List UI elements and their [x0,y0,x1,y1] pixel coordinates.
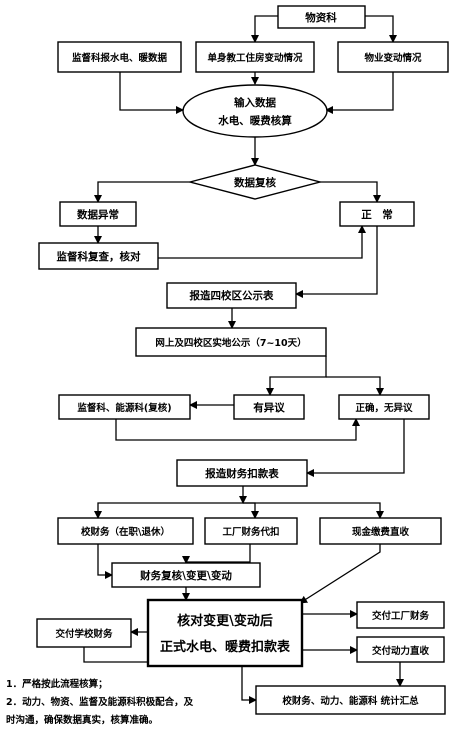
node-school-finance-label: 校财务（在职\退休） [81,526,170,538]
arrow-review-to-normal [320,181,381,203]
arrow-publicity-to-correct [326,376,384,396]
arrow-cash-to-verify [299,544,381,604]
node-finance-review: 财务复核\变更\变动 [111,562,261,588]
node-verify-line1: 核对变更\变动后 [177,613,273,629]
node-deliver-factory: 交付工厂财务 [356,601,445,629]
arrow-correct-to-deduction [306,419,405,477]
node-supervision-report-label: 监督科报水电、暖数据 [72,52,168,64]
node-factory-finance: 工厂财务代扣 [204,517,298,545]
node-deliver-factory-label: 交付工厂财务 [372,610,430,622]
node-property-changes: 物业变动情况 [337,41,449,73]
node-correct-no-objection-label: 正确，无异议 [355,402,413,414]
node-cash-payment: 现金缴费直收 [319,517,442,545]
node-materials: 物资科 [277,5,366,29]
node-supervision-energy: 监督科、能源科(复核) [58,394,191,420]
node-data-abnormal-label: 数据异常 [76,208,119,221]
node-dormitory-changes: 单身教工住房变动情况 [195,41,315,73]
node-property-changes-label: 物业变动情况 [364,52,422,64]
node-data-review: 数据复核 [187,164,323,200]
note-line-2: 2．动力、物资、监督及能源科积极配合，及 [6,697,194,708]
node-deliver-power: 交付动力直收 [356,636,445,663]
node-supervision-report: 监督科报水电、暖数据 [57,41,182,73]
node-input-line2: 水电、暖费核算 [217,114,292,127]
node-materials-label: 物资科 [305,11,337,24]
arrow-deduction-to-factory-finance [243,502,259,519]
node-correct-no-objection: 正确，无异议 [338,394,430,420]
node-verify-final: 核对变更\变动后 正式水电、暖费扣款表 [146,598,304,668]
node-cash-payment-label: 现金缴费直收 [352,526,410,538]
node-summary-label: 校财务、动力、能源科 统计汇总 [282,695,419,707]
node-factory-finance-label: 工厂财务代扣 [222,526,279,538]
arrow-materials-to-property [365,15,397,43]
node-supervision-energy-label: 监督科、能源科(复核) [77,402,171,414]
node-summary: 校财务、动力、能源科 统计汇总 [255,685,446,715]
node-has-objection-label: 有异议 [253,401,285,414]
node-online-publicity-label: 网上及四校区实地公示（7~10天） [155,337,306,349]
node-report-four-campus: 报造四校区公示表 [166,282,297,309]
arrow-materials-to-dormitory [251,15,278,43]
node-report-four-campus-label: 报造四校区公示表 [190,289,274,302]
arrow-recheck-to-normal [158,225,366,259]
node-dormitory-changes-label: 单身教工住房变动情况 [207,52,303,64]
node-deliver-school-label: 交付学校财务 [55,628,113,640]
node-supervision-recheck-label: 监督科复查，核对 [57,250,141,263]
node-input-data: 输入数据 水电、暖费核算 [182,84,328,138]
arrow-factory-finance-to-review [182,544,251,564]
node-verify-line2: 正式水电、暖费扣款表 [160,639,291,655]
arrow-deduction-to-school-finance [94,502,243,519]
node-input-line1: 输入数据 [234,96,276,109]
arrow-property-to-input [325,72,394,114]
arrow-supervision-to-correct [115,418,360,441]
node-finance-deduction-table-label: 报造财务扣款表 [205,467,279,480]
arrow-school-finance-to-review [97,544,113,579]
arrow-supervision-report-to-input [119,72,184,114]
node-data-abnormal: 数据异常 [59,201,137,227]
arrow-publicity-to-objection [266,356,327,396]
node-finance-deduction-table: 报造财务扣款表 [176,459,308,487]
node-data-review-label: 数据复核 [233,176,276,189]
node-supervision-recheck: 监督科复查，核对 [38,242,159,270]
node-normal: 正 常 [339,201,415,227]
note-line-3: 时沟通，确保数据真实，核算准确。 [6,715,159,726]
node-online-publicity: 网上及四校区实地公示（7~10天） [135,327,327,357]
arrow-deduction-to-cash [243,502,384,519]
node-finance-review-label: 财务复核\变更\变动 [139,569,232,582]
arrow-normal-to-report [295,226,378,298]
node-school-finance: 校财务（在职\退休） [57,517,194,545]
arrow-review-to-abnormal [94,181,190,203]
node-deliver-school: 交付学校财务 [36,618,132,648]
node-normal-label: 正 常 [361,208,393,221]
node-deliver-power-label: 交付动力直收 [372,645,430,657]
node-has-objection: 有异议 [233,394,305,420]
note-line-1: 1．严格按此流程核算； [6,679,108,690]
